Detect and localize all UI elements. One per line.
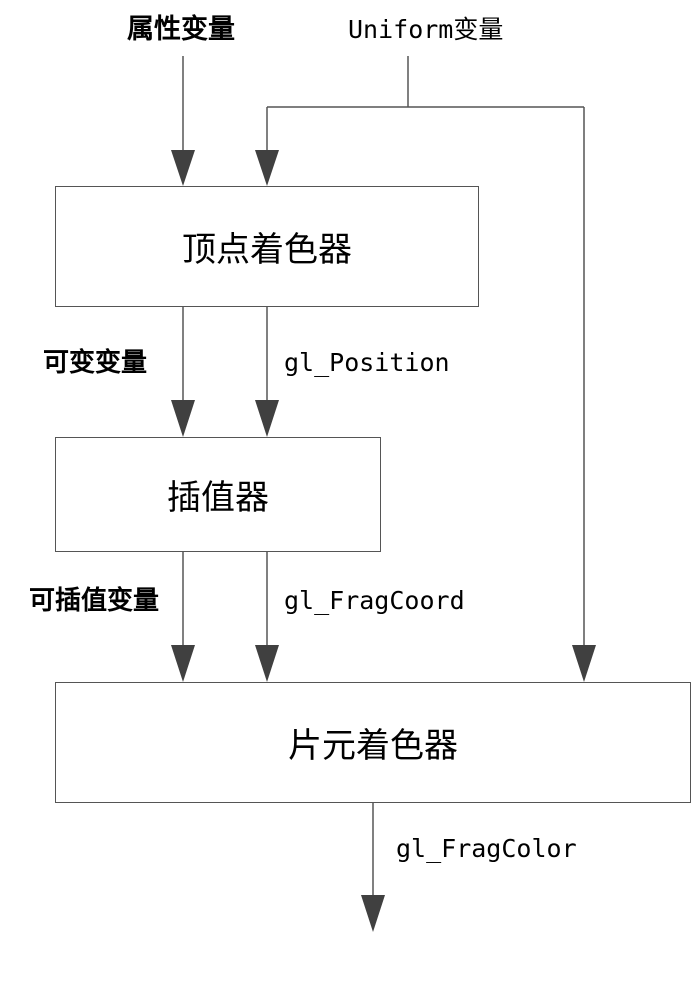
- arrowhead-attribute: [171, 150, 195, 186]
- fragment-shader-box: 片元着色器: [55, 682, 691, 803]
- interpolator-label: 插值器: [167, 478, 269, 518]
- interpolated-varying-vars-label: 可插值变量: [29, 586, 160, 616]
- gl-fragcoord-label: gl_FragCoord: [284, 586, 465, 615]
- uniform-vars-label: Uniform变量: [348, 15, 504, 44]
- gl-fragcolor-label: gl_FragColor: [396, 834, 577, 863]
- arrowhead-uniform-vertex: [255, 150, 279, 186]
- vertex-shader-box: 顶点着色器: [55, 186, 479, 307]
- arrowhead-gl-position: [255, 400, 279, 437]
- arrowhead-uniform-fragment: [572, 645, 596, 682]
- arrowhead-gl-fragcoord: [255, 645, 279, 682]
- vertex-shader-label: 顶点着色器: [182, 230, 352, 270]
- attribute-vars-label: 属性变量: [127, 14, 235, 45]
- gl-position-label: gl_Position: [284, 348, 450, 377]
- arrowhead-varying: [171, 400, 195, 437]
- varying-vars-label: 可变变量: [43, 348, 148, 378]
- arrowhead-gl-fragcolor: [361, 895, 385, 932]
- interpolator-box: 插值器: [55, 437, 381, 552]
- arrowhead-interpolated-varying: [171, 645, 195, 682]
- fragment-shader-label: 片元着色器: [288, 726, 458, 766]
